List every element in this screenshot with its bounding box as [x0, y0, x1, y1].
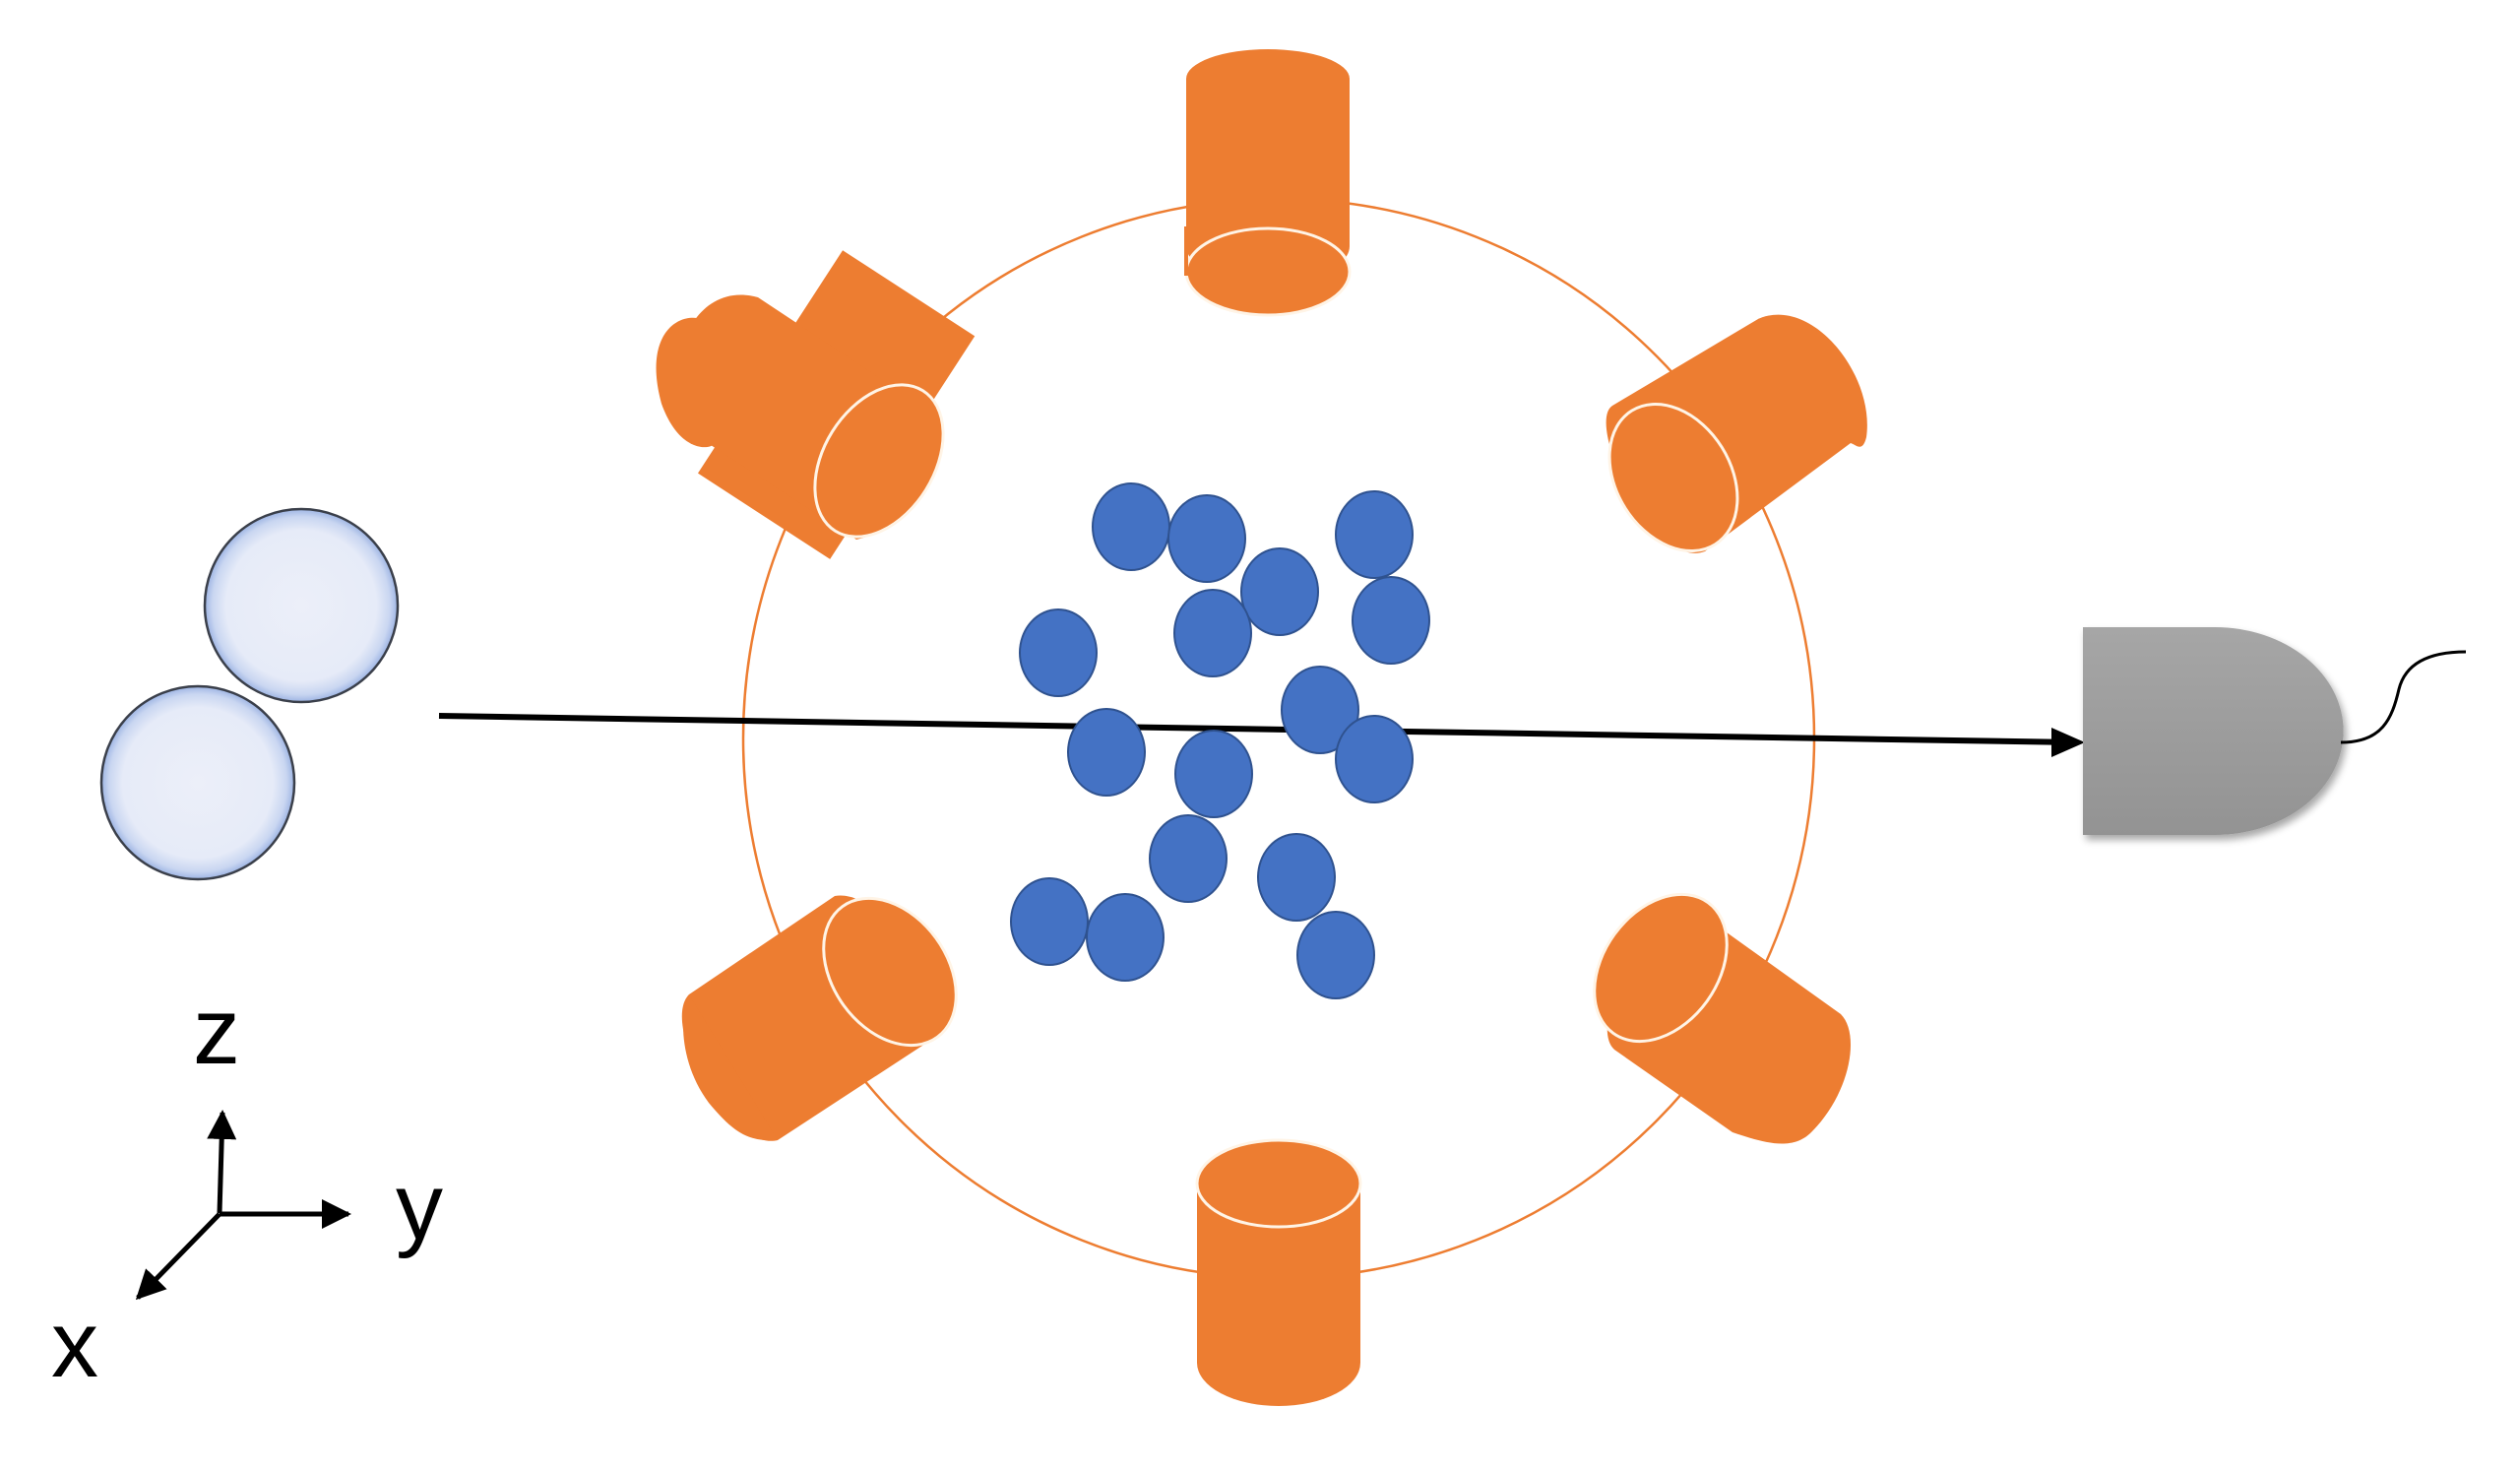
coordinate-axes: z y x: [51, 979, 443, 1397]
detector-module-bottom: [1195, 1138, 1362, 1406]
target-atom: [1019, 608, 1098, 697]
end-detector: [2083, 627, 2344, 835]
target-atom: [1010, 877, 1089, 966]
target-atom: [1174, 730, 1253, 818]
beam-arrowhead-icon: [2051, 728, 2085, 757]
z-axis-arrow-icon: [207, 1110, 237, 1214]
target-atom: [1067, 708, 1146, 797]
target-atom: [1257, 833, 1336, 922]
detector-signal-cable: [2340, 650, 2467, 744]
projectile-sphere-lower: [99, 684, 296, 881]
target-atom: [1167, 494, 1246, 583]
x-axis-label: x: [51, 1292, 98, 1397]
target-atom: [1240, 547, 1319, 636]
detector-module-lower-left: [681, 895, 958, 1141]
detector-module-upper-left-shape: [656, 294, 945, 540]
target-atom: [1296, 911, 1375, 999]
target-atom: [1335, 490, 1414, 579]
detector-module-top: [1184, 49, 1352, 317]
projectile-molecule: [99, 507, 400, 881]
target-atoms: [1010, 482, 1430, 999]
target-atom: [1335, 715, 1414, 803]
z-axis-label: z: [193, 979, 240, 1084]
projectile-sphere-upper: [203, 507, 400, 704]
target-atom: [1352, 576, 1430, 665]
target-atom: [1086, 893, 1165, 982]
y-axis-label: y: [396, 1154, 443, 1259]
detector-module-upper-right: [1606, 314, 1867, 553]
target-atom: [1173, 589, 1252, 677]
target-atom: [1092, 482, 1170, 571]
beam-line: [438, 713, 2085, 757]
x-axis-arrow-icon: [135, 1212, 221, 1301]
detector-module-lower-right: [1593, 892, 1851, 1144]
target-atom: [1281, 666, 1359, 754]
target-atom: [1149, 814, 1228, 903]
